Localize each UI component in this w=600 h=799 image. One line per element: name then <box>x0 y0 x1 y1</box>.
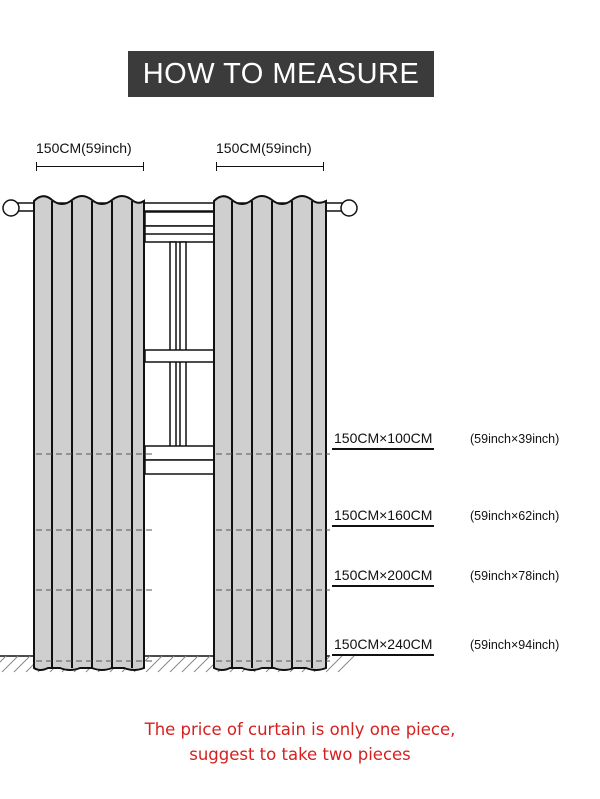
price-note: The price of curtain is only one piece, … <box>0 717 600 767</box>
size-label-200: 150CM×200CM <box>332 567 435 587</box>
page-title: HOW TO MEASURE <box>142 57 420 90</box>
floor-hatch-line <box>193 655 211 673</box>
length-guides <box>36 453 330 662</box>
size-label-100: 150CM×100CM <box>332 430 435 450</box>
price-note-line2: suggest to take two pieces <box>189 745 411 764</box>
size-inch-160: (59inch×62inch) <box>470 509 560 523</box>
floor-hatch-line <box>325 655 343 673</box>
title-banner: HOW TO MEASURE <box>128 51 434 97</box>
floor-hatch-line <box>337 655 355 673</box>
floor-hatch-line <box>13 655 31 673</box>
left-width-bar <box>36 162 144 171</box>
size-inch-240: (59inch×94inch) <box>470 638 560 652</box>
size-inch-100: (59inch×39inch) <box>470 432 560 446</box>
window <box>144 211 218 475</box>
left-width-label: 150CM(59inch) <box>36 140 132 156</box>
floor-hatch-line <box>0 655 7 663</box>
right-width-bar <box>216 162 324 171</box>
floor-hatch-line <box>169 655 187 673</box>
right-curtain-panel <box>213 195 327 671</box>
size-inch-200: (59inch×78inch) <box>470 569 560 583</box>
curtain-rod <box>2 199 358 217</box>
floor-hatch-line <box>157 655 175 673</box>
size-label-240: 150CM×240CM <box>332 636 435 656</box>
floor-hatch-line <box>145 655 163 673</box>
left-curtain-panel <box>33 195 145 671</box>
price-note-line1: The price of curtain is only one piece, <box>144 720 456 739</box>
right-width-label: 150CM(59inch) <box>216 140 312 156</box>
floor-hatch-line <box>1 655 19 673</box>
floor-hatch-line <box>181 655 199 673</box>
size-label-160: 150CM×160CM <box>332 507 435 527</box>
